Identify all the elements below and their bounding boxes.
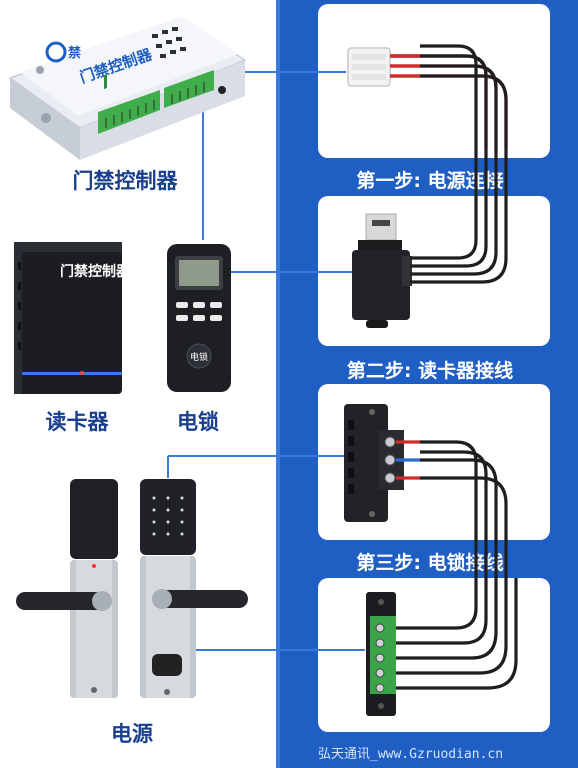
cable-trunk-2: [474, 540, 508, 578]
door-controller-device: 禁 门禁控制器: [8, 16, 247, 160]
step3-wires: [396, 440, 508, 540]
connector-lines: [167, 71, 365, 651]
electric-lock-label: 电锁: [177, 410, 219, 434]
cable-trunk-1: [474, 160, 508, 196]
card-reader-label: 读卡器: [45, 410, 109, 434]
controller-brand-text: 禁: [68, 45, 81, 61]
step3-terminal-block: [344, 404, 404, 522]
power-door-locks: [16, 479, 248, 698]
step1-wires-black: [420, 44, 508, 160]
step3-label: 第三步: 电锁接线: [356, 552, 504, 574]
step1-plug-connector: [347, 47, 391, 87]
step1-wires-red-ends: [390, 54, 420, 78]
watermark-text: 弘天通讯_www.Gzruodian.cn: [318, 747, 504, 762]
step4-power-terminal: [366, 592, 396, 716]
step2-wires: [410, 196, 508, 284]
power-label: 电源: [111, 722, 153, 746]
lock-button-text: 电锁: [190, 351, 208, 363]
card-reader-title-text: 门禁控制器: [60, 263, 131, 280]
controller-label: 门禁控制器: [72, 169, 178, 193]
step2-usb-module: [352, 213, 412, 328]
electric-lock-device: 电锁: [167, 244, 231, 392]
step1-label: 第一步: 电源连接: [356, 170, 504, 192]
step4-wires: [396, 578, 518, 690]
card-reader-device: 门禁控制器: [14, 242, 131, 394]
right-panel-border: [276, 0, 280, 768]
step4-panel: [318, 578, 550, 732]
step2-label: 第二步: 读卡器接线: [346, 360, 514, 382]
